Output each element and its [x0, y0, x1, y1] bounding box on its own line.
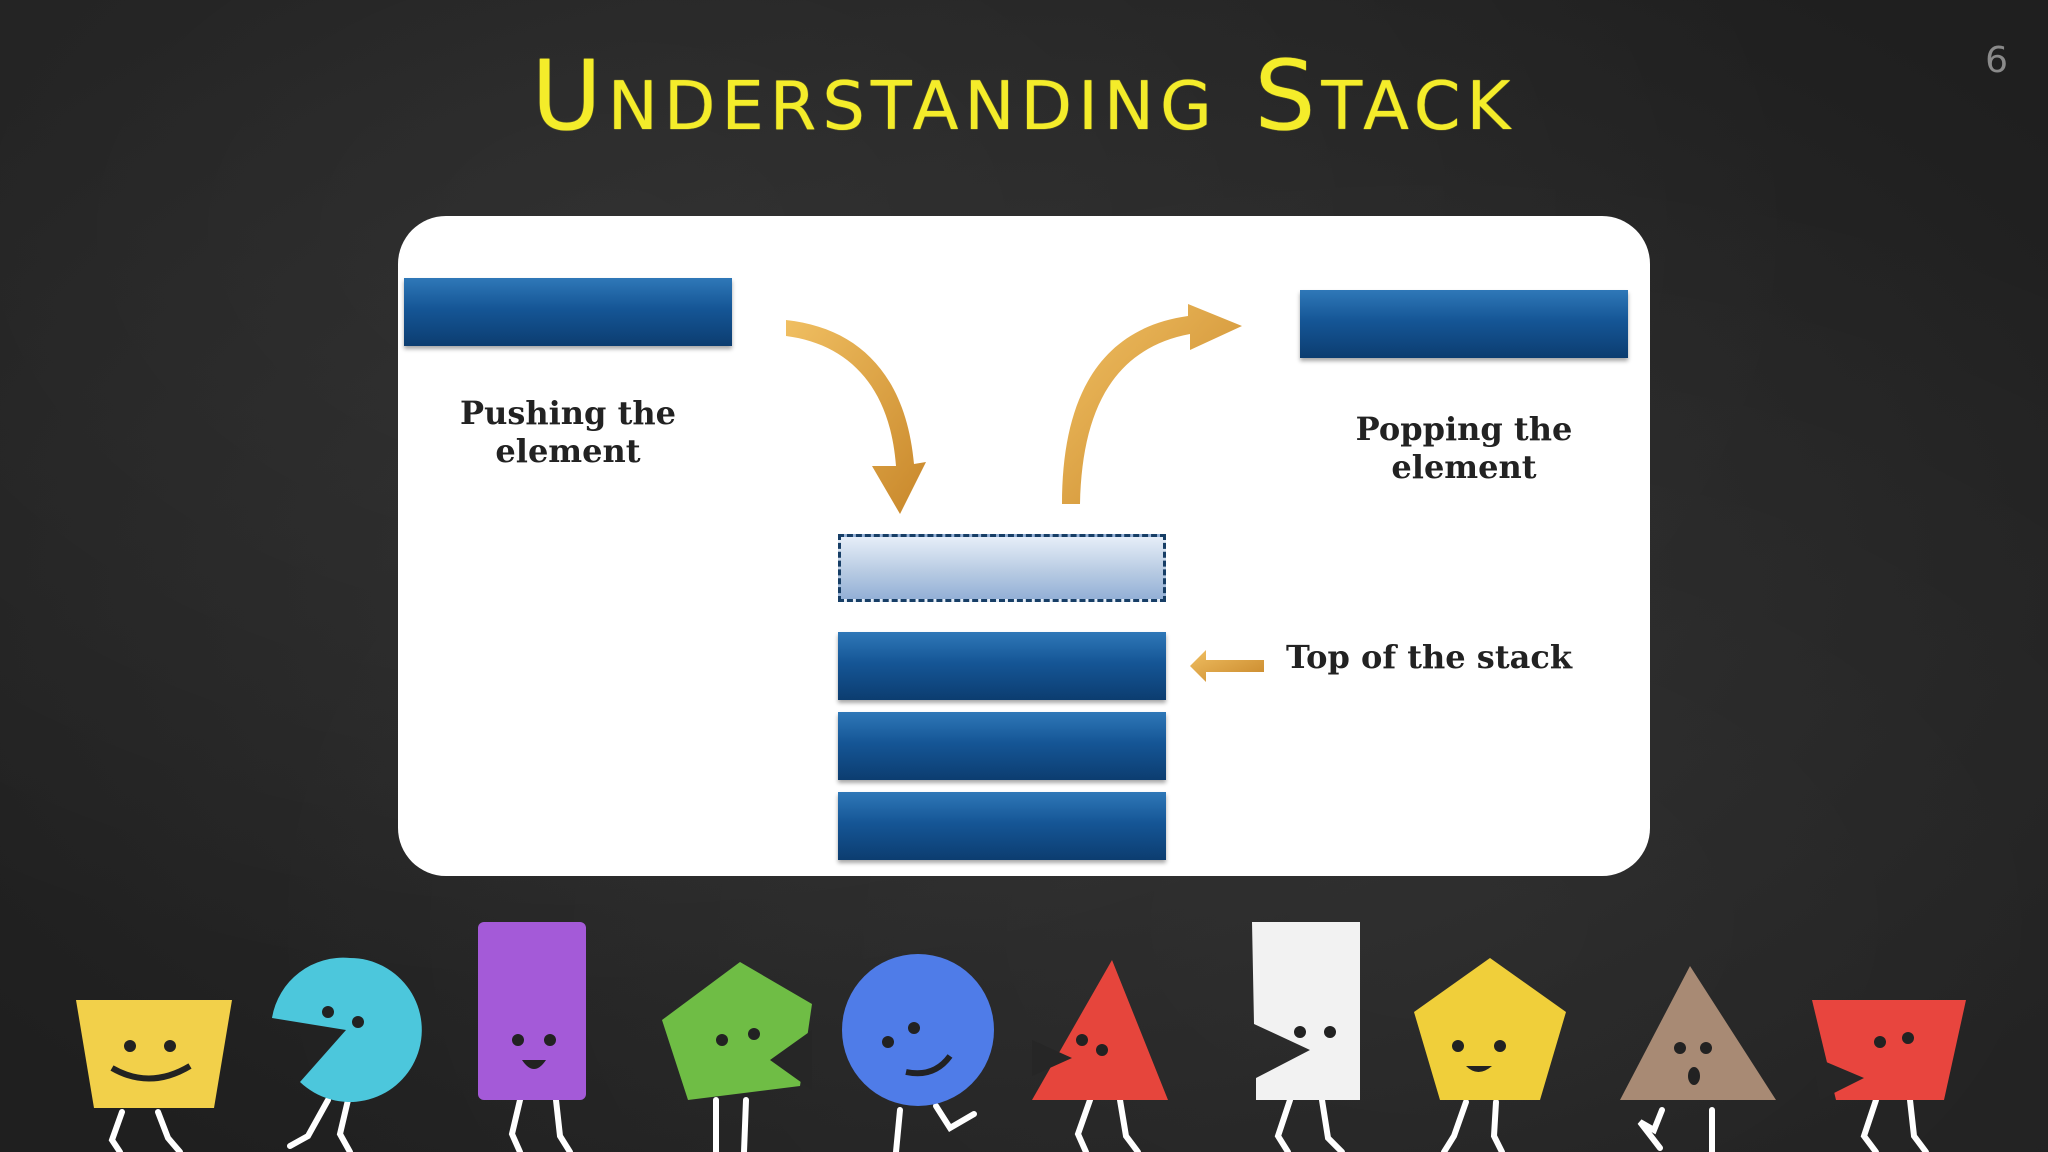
purple-rectangle-character	[478, 922, 586, 1100]
push-label: Pushing the element	[438, 394, 698, 470]
slide-title: Understanding Stack	[531, 40, 1517, 152]
top-of-stack-arrow-icon	[1190, 650, 1264, 682]
brown-triangle-character	[1620, 966, 1776, 1100]
push-label-line1: Pushing the	[460, 394, 676, 432]
top-of-stack-label: Top of the stack	[1286, 638, 1572, 676]
yellow-trapezoid-character	[76, 1000, 232, 1108]
character-parade	[76, 922, 1966, 1152]
push-label-line2: element	[495, 432, 641, 470]
push-element-block	[404, 278, 732, 346]
page-number: 6	[1985, 40, 2008, 81]
white-rectangle-character	[1252, 922, 1360, 1100]
push-arrow-icon	[786, 320, 926, 514]
pop-label-line1: Popping the	[1355, 410, 1573, 448]
green-pentagon-character	[662, 962, 812, 1100]
stack-diagram-panel: Pushing the element Popping the element …	[398, 216, 1650, 876]
yellow-pentagon-character	[1414, 958, 1566, 1100]
arrows-layer	[786, 304, 1264, 682]
pop-arrow-icon	[1062, 304, 1242, 504]
cyan-pacman-character	[272, 957, 422, 1102]
pop-element-block	[1300, 290, 1628, 358]
stack-block-middle	[838, 712, 1166, 780]
stack-block-top	[838, 632, 1166, 700]
incoming-slot	[838, 534, 1166, 602]
pop-label: Popping the element	[1334, 410, 1594, 486]
stack-block-bottom	[838, 792, 1166, 860]
pop-label-line2: element	[1391, 448, 1537, 486]
red-triangle-character	[1032, 960, 1168, 1100]
